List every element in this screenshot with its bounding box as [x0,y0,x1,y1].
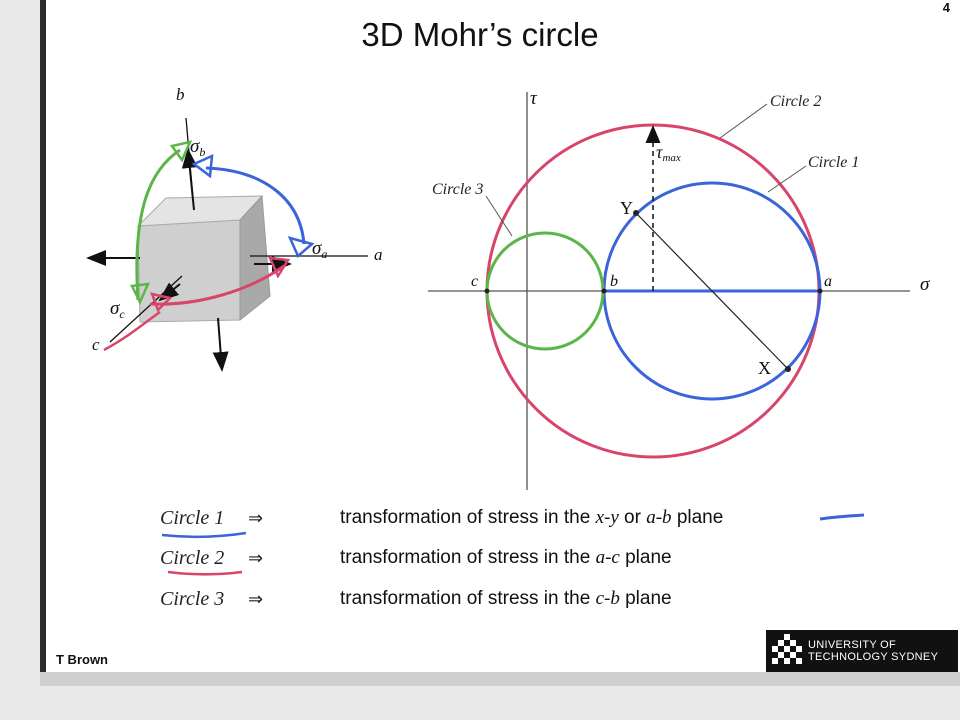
uts-logo-text: UNIVERSITY OF TECHNOLOGY SYDNEY [808,639,939,663]
tau-max-label: τmax [656,142,681,164]
mohr-circle-diagram: τ σ τmax c b a Y X Circle 2 Circle 1 Cir… [428,88,930,490]
slide-title: 3D Mohr’s circle [361,16,599,53]
uts-logo: UNIVERSITY OF TECHNOLOGY SYDNEY [766,630,958,672]
green-arrowhead-c [130,282,151,305]
blue-arrowhead-a [287,236,315,259]
sigma-axis-label: σ [920,274,930,295]
circle-1-leader [767,165,807,193]
legend-blue-swatch [819,513,865,521]
legend-circle-1-underline [161,531,247,538]
red-arrowhead-a [267,256,291,279]
rotation-arrow-red [149,264,285,306]
legend-row-circle-1: Circle 1 ⇒ transformation of stress in t… [160,503,723,533]
legend-row-circle-2: Circle 2 ⇒ transformation of stress in t… [160,543,672,573]
circle-3-leader [485,195,513,237]
uts-logo-mark-icon [772,634,802,664]
implies-arrow: ⇒ [248,507,264,528]
sigma-c-label: σc [110,298,125,321]
circle-2-label: Circle 2 [770,93,821,110]
axis-a-label: a [374,245,383,264]
sigma-a-label: σa [312,238,327,261]
tau-axis-label: τ [530,88,538,109]
rotation-arrow-green [135,148,181,301]
circle-2-leader [719,103,768,139]
legend-circle-1-description: transformation of stress in the x-y or a… [340,507,724,528]
sigma-b-neg-arrow [212,317,229,372]
legend-circle-1-name: Circle 1 [160,506,225,529]
blue-arrowhead-b [191,153,214,179]
cube-front-face [137,219,241,323]
implies-arrow: ⇒ [248,588,264,609]
point-y-label: Y [620,198,633,218]
page-number: 4 [942,0,950,15]
rotation-arrow-blue [205,166,306,245]
cube-side-face [239,194,271,322]
point-c-label: c [471,273,478,290]
point-x-label: X [758,358,771,378]
green-arrowhead-b [169,140,193,163]
point-b-label: b [610,273,618,290]
point-a-dot [817,288,823,294]
legend-circle-2-underline [167,570,243,576]
red-arrowhead-c [150,292,173,313]
xy-diameter [635,212,789,370]
point-a-label: a [824,273,832,290]
stress-cube-diagram: b a c σb σa σc [86,85,383,372]
point-b-dot [601,288,607,294]
legend-circle-3-description: transformation of stress in the c-b plan… [340,588,672,609]
sigma-b-arrow [181,148,198,211]
point-y-dot [633,210,639,216]
circle-3-label: Circle 3 [432,181,483,198]
legend-circle-2-name: Circle 2 [160,546,225,569]
red-underline-c [103,310,161,352]
slide-left-edge [40,0,46,686]
slide-bottom-shadow [40,672,960,686]
legend-row-circle-3: Circle 3 ⇒ transformation of stress in t… [160,584,672,614]
axis-c-label: c [92,335,100,354]
circle-1-label: Circle 1 [808,154,859,171]
sigma-b-label: σb [190,136,205,159]
legend-circle-3-name: Circle 3 [160,587,225,610]
legend-circle-2-description: transformation of stress in the a-c plan… [340,547,672,568]
implies-arrow: ⇒ [248,547,264,568]
point-x-dot [785,366,791,372]
point-c-dot [484,288,490,294]
author-name: T Brown [56,652,108,667]
axis-b-label: b [176,85,185,104]
slide-paper [46,0,960,672]
